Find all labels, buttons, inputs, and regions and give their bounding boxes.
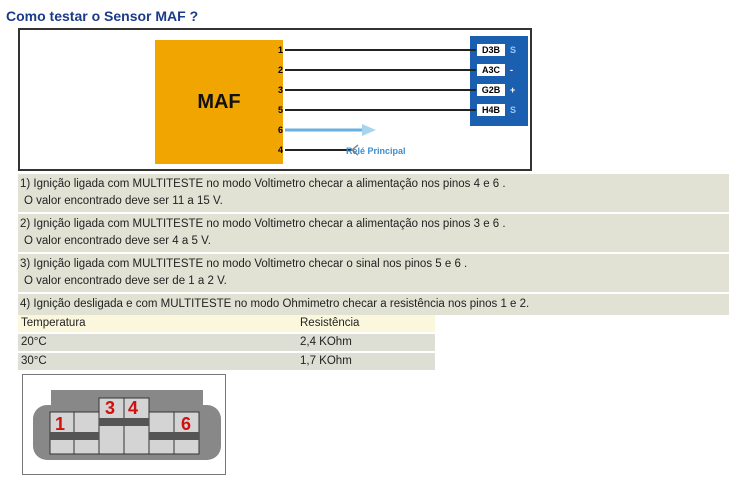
pin-number: 3 (105, 398, 115, 418)
step-item: 1) Ignição ligada com MULTITESTE no modo… (18, 174, 729, 212)
step-text: 4) Ignição desligada e com MULTITESTE no… (20, 298, 530, 310)
pin-number: 4 (128, 398, 138, 418)
connector-pinout-image: 1 3 4 6 (22, 374, 226, 475)
relay-label: Relé Principal (346, 146, 406, 156)
ecu-pin-sign: S (510, 105, 516, 115)
step-text: 2) Ignição ligada com MULTITESTE no modo… (20, 218, 506, 230)
page-title: Como testar o Sensor MAF ? (6, 8, 199, 24)
ecu-pin-sign: + (510, 85, 515, 95)
ecu-pin-code: A3C (482, 65, 501, 75)
wiring-svg: MAF 1 2 3 5 6 4 Relé Principal D3B S A3C-… (155, 36, 528, 164)
step-item: 2) Ignição ligada com MULTITESTE no modo… (18, 214, 729, 252)
step-item: 3) Ignição ligada com MULTITESTE no modo… (18, 254, 729, 292)
pin-label: 1 (278, 45, 283, 55)
table-header: Temperatura Resistência (18, 315, 435, 332)
pin-label: 4 (278, 145, 283, 155)
maf-block (155, 40, 283, 164)
pin-number: 1 (55, 414, 65, 434)
cell-resistance: 2,4 KOhm (300, 336, 352, 348)
maf-label: MAF (197, 91, 240, 113)
step-item: 4) Ignição desligada e com MULTITESTE no… (18, 294, 729, 315)
step-expected: O valor encontrado deve ser 11 a 15 V. (24, 195, 223, 207)
arrow-icon (362, 124, 376, 136)
ecu-pin-code: D3B (482, 45, 501, 55)
pin-number: 6 (181, 414, 191, 434)
ecu-pin-sign: - (510, 65, 513, 75)
pin-label: 6 (278, 125, 283, 135)
step-expected: O valor encontrado deve ser 4 a 5 V. (24, 235, 211, 247)
table-row: 30°C 1,7 KOhm (18, 353, 435, 370)
step-text: 1) Ignição ligada com MULTITESTE no modo… (20, 178, 506, 190)
ecu-pin-sign: S (510, 45, 516, 55)
pin-label: 3 (278, 85, 283, 95)
table-row: 20°C 2,4 KOhm (18, 334, 435, 351)
ecu-pin-code: H4B (482, 105, 501, 115)
ecu-pin-code: G2B (482, 85, 501, 95)
step-expected: O valor encontrado deve ser de 1 a 2 V. (24, 275, 227, 287)
pin-label: 5 (278, 105, 283, 115)
header-temperature: Temperatura (21, 317, 86, 329)
pin-label: 2 (278, 65, 283, 75)
maf-wiring-diagram: MAF 1 2 3 5 6 4 Relé Principal D3B S A3C-… (18, 28, 532, 171)
cell-resistance: 1,7 KOhm (300, 355, 352, 367)
connector-svg: 1 3 4 6 (33, 390, 221, 460)
cell-temperature: 20°C (21, 336, 47, 348)
step-text: 3) Ignição ligada com MULTITESTE no modo… (20, 258, 468, 270)
resistance-table: Temperatura Resistência 20°C 2,4 KOhm 30°C… (18, 315, 435, 372)
relay-arrow-icon (350, 144, 359, 156)
test-steps: 1) Ignição ligada com MULTITESTE no modo… (18, 174, 729, 317)
cell-temperature: 30°C (21, 355, 47, 367)
header-resistance: Resistência (300, 317, 360, 329)
